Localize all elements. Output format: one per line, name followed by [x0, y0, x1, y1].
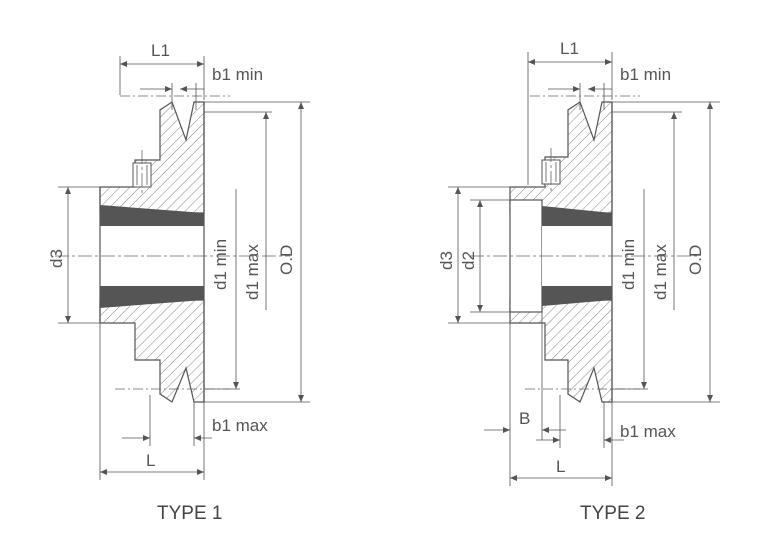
type2-L1-label: L1 — [560, 39, 579, 58]
type1-od-label: O.D — [277, 245, 296, 275]
type2-L-label: L — [556, 457, 565, 476]
type2-od-label: O.D — [686, 245, 705, 275]
type2-B-label: B — [519, 409, 530, 428]
type2-upper-section — [509, 101, 613, 214]
type2-d1-min-label: d1 min — [619, 239, 638, 290]
type2-drawing: L1 b1 min d1 min d1 max O.D d3 d2 — [437, 39, 720, 524]
type1-L-label: L — [146, 451, 155, 470]
type2-b1-max-label: b1 max — [620, 422, 676, 441]
type2-d2-label: d2 — [459, 251, 478, 270]
type2-bush-upper — [542, 206, 612, 226]
type2-d3-label: d3 — [437, 251, 456, 270]
type1-d1-max-label: d1 max — [243, 244, 262, 300]
type1-b1-min-label: b1 min — [212, 65, 263, 84]
type1-lower-section — [99, 299, 205, 403]
type1-upper-section — [99, 101, 205, 214]
type2-d1-max-label: d1 max — [651, 244, 670, 300]
type1-bush-lower — [100, 286, 204, 308]
type1-b1-max-label: b1 max — [212, 416, 268, 435]
type1-bush-upper — [100, 205, 204, 226]
type1-d3-label: d3 — [47, 249, 66, 268]
type2-b1-min-label: b1 min — [620, 65, 671, 84]
type1-L1-label: L1 — [151, 41, 170, 60]
type2-lower-section — [509, 299, 613, 403]
type2-caption: TYPE 2 — [580, 503, 645, 524]
type1-drawing: L1 b1 min d1 min d1 max O.D d3 b1 max — [47, 41, 310, 524]
type1-caption: TYPE 1 — [157, 503, 222, 524]
type1-d1-min-label: d1 min — [211, 239, 230, 290]
type2-bush-lower — [542, 286, 612, 306]
